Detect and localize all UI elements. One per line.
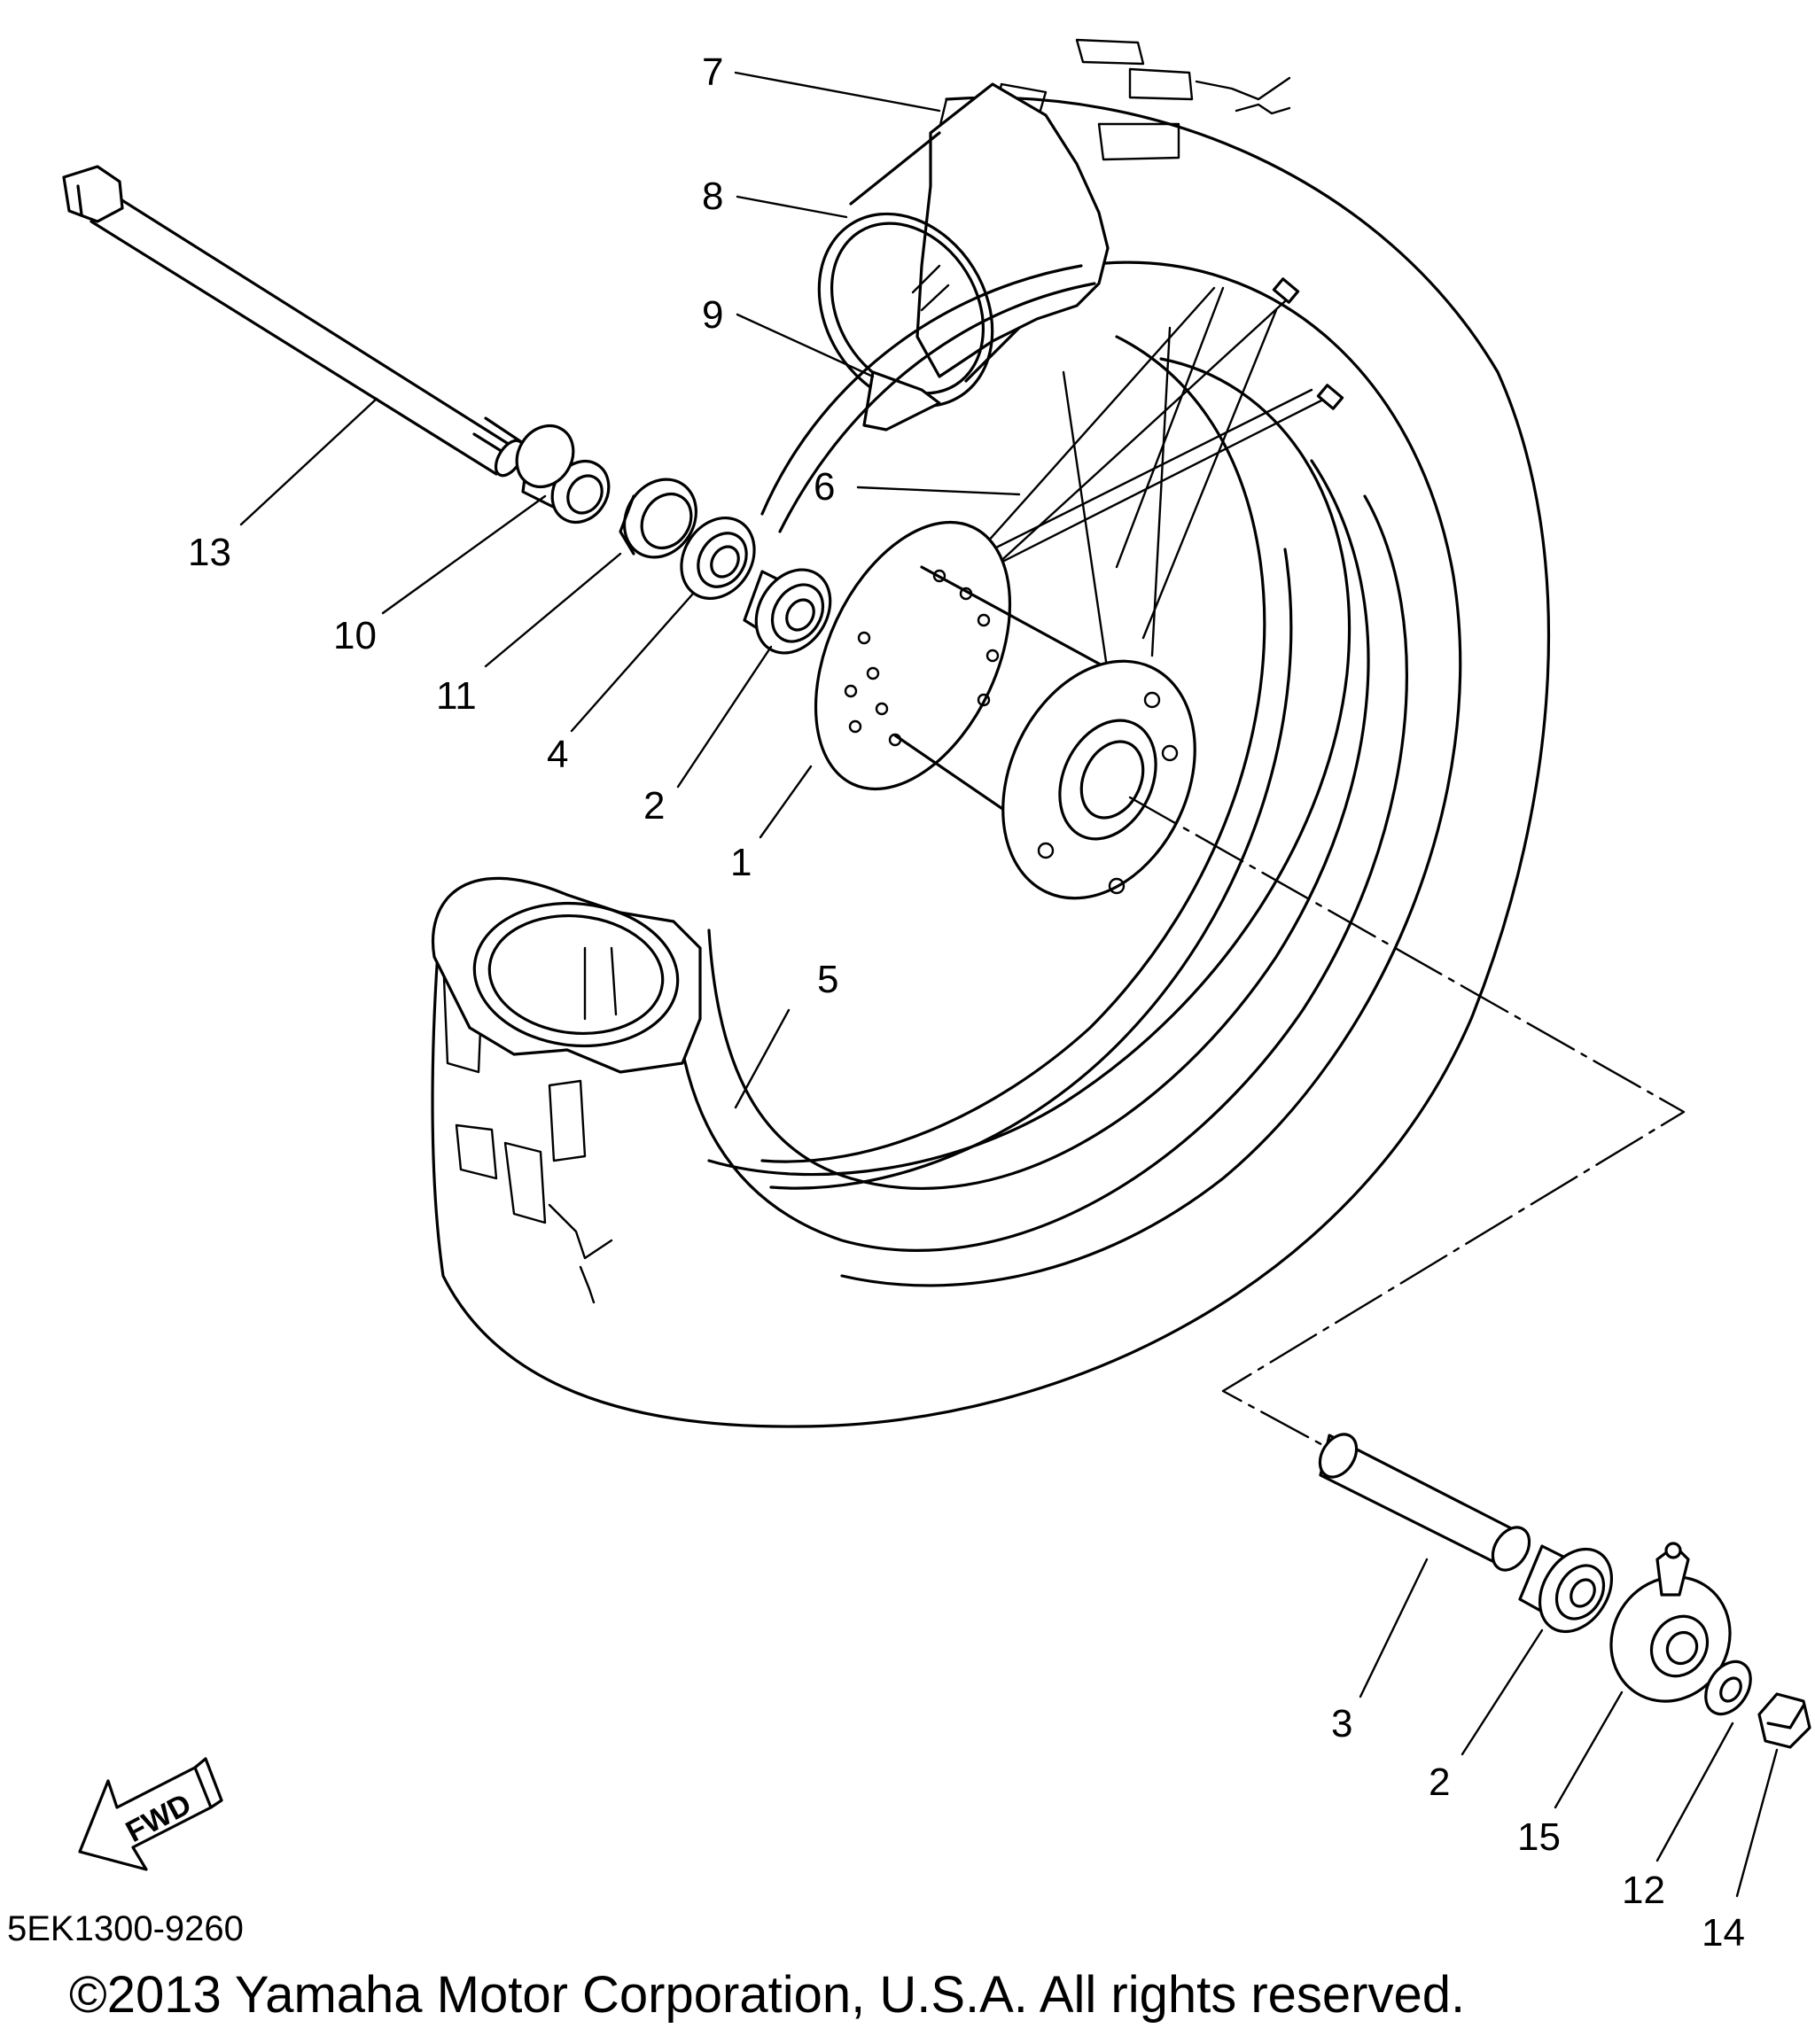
washer — [1704, 1659, 1752, 1716]
copyright-notice: ©2013 Yamaha Motor Corporation, U.S.A. A… — [69, 1966, 1466, 2024]
callout-14: 14 — [1702, 1911, 1745, 1955]
tire-cutaway-top — [817, 82, 1110, 431]
collar — [515, 424, 611, 525]
nut — [1757, 1692, 1811, 1749]
callout-5: 5 — [817, 958, 838, 1001]
callout-6: 6 — [814, 465, 835, 509]
bearing-4 — [680, 516, 756, 601]
axle-centerline — [1128, 796, 1686, 1450]
callout-2-upper: 2 — [643, 784, 665, 828]
callout-13: 13 — [188, 531, 231, 574]
fwd-arrow-icon: FWD — [78, 1757, 223, 1871]
callout-2-lower: 2 — [1429, 1760, 1450, 1804]
callout-3: 3 — [1331, 1702, 1352, 1745]
diagram-code: 5EK1300-9260 — [7, 1909, 244, 1948]
callout-10: 10 — [333, 614, 377, 657]
callout-labels: 7 8 9 6 13 10 11 4 2 1 5 3 2 15 12 14 — [188, 51, 1745, 1955]
callout-8: 8 — [702, 175, 723, 218]
callout-15: 15 — [1517, 1815, 1561, 1859]
bearing-2-lower — [1518, 1544, 1614, 1634]
axle — [62, 165, 526, 478]
callout-7: 7 — [702, 51, 723, 94]
callout-12: 12 — [1622, 1869, 1665, 1912]
spacer — [1318, 1433, 1531, 1572]
tire-cutaway-lower — [431, 876, 702, 1074]
callout-9: 9 — [702, 293, 723, 337]
leader-lines — [239, 71, 1779, 1898]
callout-1: 1 — [730, 841, 752, 884]
meter-gear-unit — [1609, 1542, 1732, 1703]
bearing-2-upper — [743, 568, 832, 655]
callout-11: 11 — [436, 674, 477, 718]
oil-seal — [619, 478, 698, 559]
hub — [814, 520, 1196, 900]
tire — [431, 38, 1551, 1428]
callout-4: 4 — [547, 733, 568, 776]
rim — [760, 264, 1293, 1190]
